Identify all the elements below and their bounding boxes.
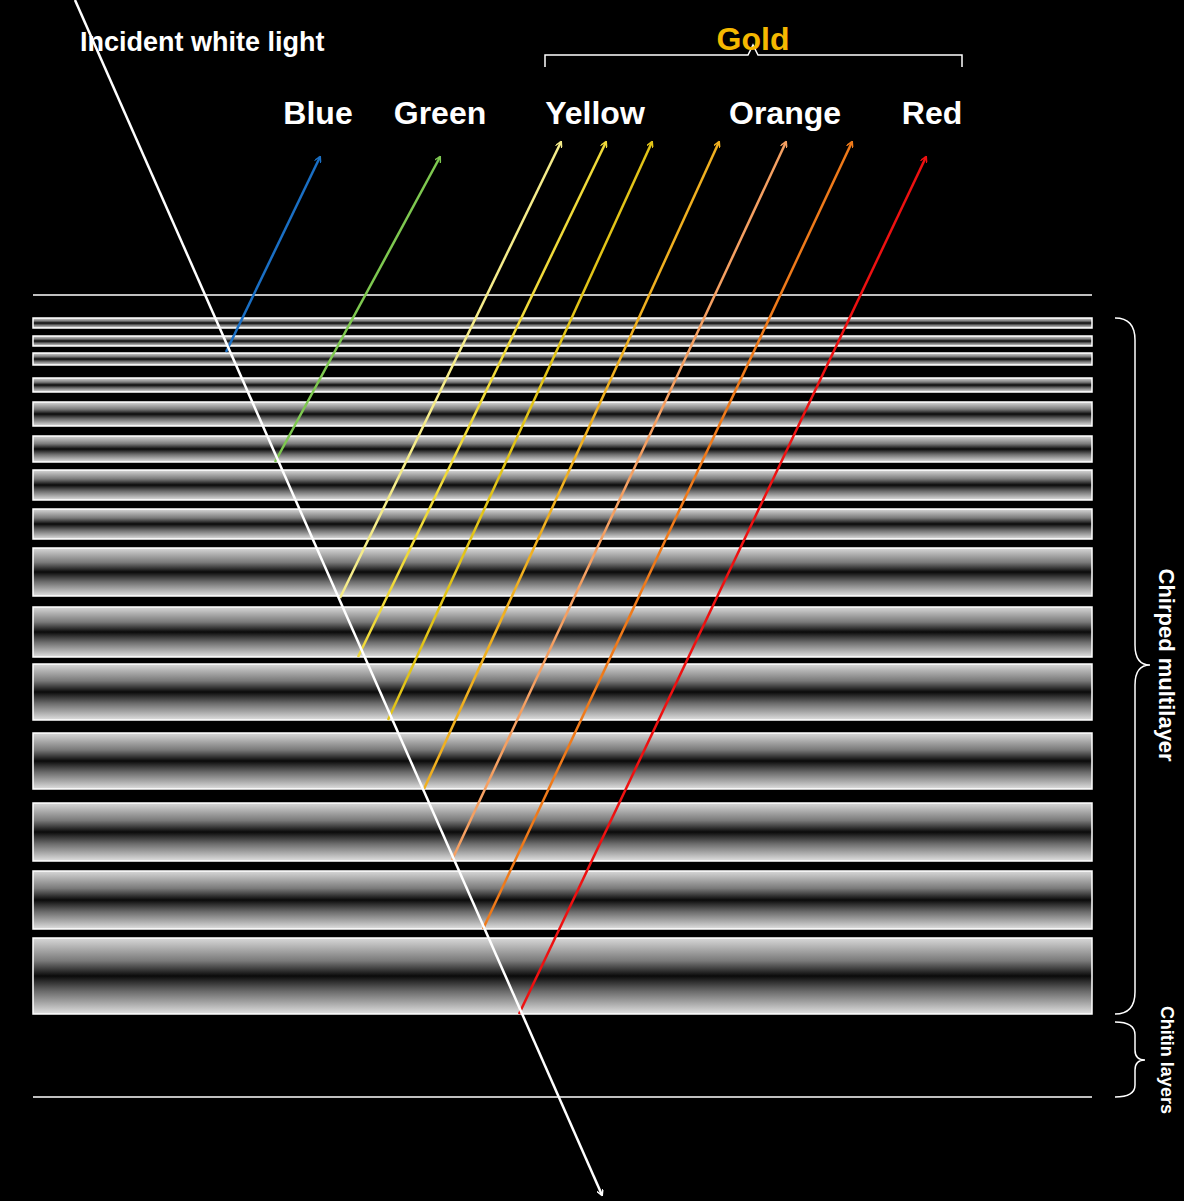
gold-label: Gold bbox=[717, 22, 790, 57]
thin-layer bbox=[33, 607, 1092, 657]
color-label: Yellow bbox=[545, 96, 645, 131]
color-label: Blue bbox=[283, 96, 352, 131]
reflected-ray bbox=[452, 142, 786, 860]
reflected-ray bbox=[519, 157, 926, 1014]
reflected-ray bbox=[340, 142, 561, 598]
bottom-surface bbox=[33, 1096, 1092, 1098]
stack-bracket bbox=[1115, 318, 1150, 1014]
reflected-ray bbox=[275, 157, 440, 462]
reflected-ray bbox=[483, 142, 852, 929]
thin-layer bbox=[33, 436, 1092, 462]
reflected-ray bbox=[388, 142, 652, 720]
base-label: Chitin layers bbox=[1156, 1006, 1176, 1114]
color-label: Green bbox=[394, 96, 486, 131]
color-label: Orange bbox=[729, 96, 841, 131]
thin-layer bbox=[33, 548, 1092, 596]
stack-label: Chirped multilayer bbox=[1154, 568, 1178, 761]
thin-layer bbox=[33, 318, 1092, 328]
incident-ray bbox=[75, 0, 602, 1195]
base-bracket bbox=[1115, 1022, 1145, 1097]
thin-layer bbox=[33, 664, 1092, 720]
layer-stack bbox=[33, 318, 1092, 1014]
thin-layer bbox=[33, 938, 1092, 1014]
color-label: Red bbox=[902, 96, 962, 131]
reflected-ray bbox=[226, 157, 320, 352]
thin-layer bbox=[33, 402, 1092, 426]
incident-light-label: Incident white light bbox=[80, 28, 325, 58]
thin-layer bbox=[33, 378, 1092, 392]
reflected-ray bbox=[358, 142, 606, 657]
top-surface bbox=[33, 294, 1092, 296]
thin-layer bbox=[33, 509, 1092, 539]
thin-layer bbox=[33, 353, 1092, 365]
thin-layer bbox=[33, 803, 1092, 861]
reflected-ray bbox=[424, 142, 719, 789]
rays bbox=[75, 0, 926, 1195]
